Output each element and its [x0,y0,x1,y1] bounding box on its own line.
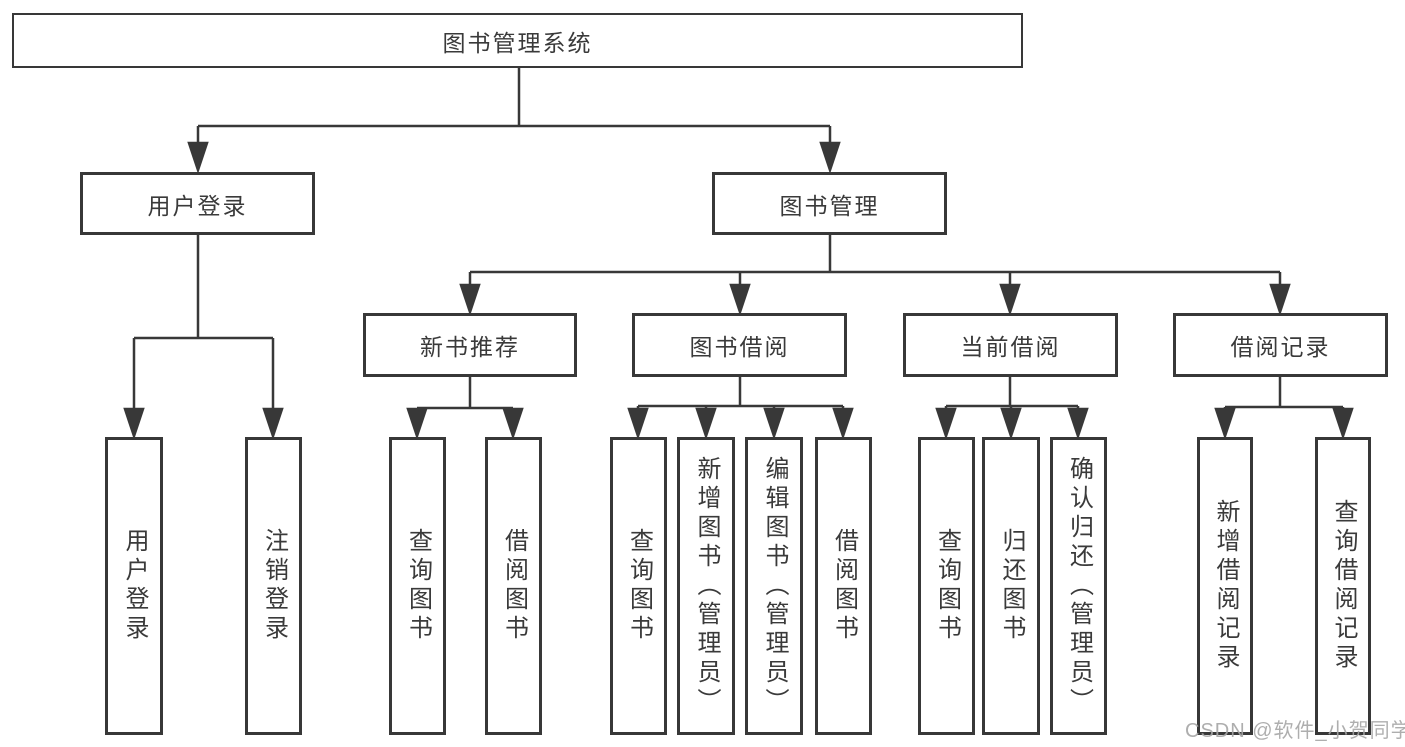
connector-root-to-level2 [187,68,841,174]
leaf-query-borrow-record: 查询借阅记录 [1315,437,1371,735]
leaf-query-books-current: 查询图书 [918,437,975,735]
leaf-query-books-recommend: 查询图书 [389,437,446,735]
connector-current-borrow-children [935,377,1089,440]
node-root-label: 图书管理系统 [442,29,593,56]
leaf-logout-label: 注销登录 [260,528,288,644]
node-current-borrow-label: 当前借阅 [960,334,1061,360]
leaf-add-borrow-record-label: 新增借阅记录 [1212,499,1239,673]
connector-new-book-children [406,377,524,440]
node-borrow-records: 借阅记录 [1173,313,1388,377]
leaf-add-book-admin-label: 新增图书（管理员） [693,455,720,717]
leaf-borrow-books-recommend-label: 借阅图书 [500,528,528,644]
node-root: 图书管理系统 [12,13,1023,68]
connector-borrow-records-children [1214,377,1354,440]
leaf-query-borrow-record-label: 查询借阅记录 [1330,499,1357,673]
leaf-query-books-recommend-label: 查询图书 [404,528,432,644]
leaf-query-books-current-label: 查询图书 [933,528,961,644]
node-book-management-label: 图书管理 [779,192,880,219]
watermark: CSDN @软件_小贺同学 [1185,720,1405,742]
connector-user-login-children [123,235,284,440]
leaf-edit-book-admin-label: 编辑图书（管理员） [761,455,788,717]
leaf-add-borrow-record: 新增借阅记录 [1197,437,1253,735]
node-book-borrow: 图书借阅 [632,313,847,377]
connector-book-borrow-children [627,377,854,440]
leaf-confirm-return-admin-label: 确认归还（管理员） [1065,455,1093,717]
node-user-login: 用户登录 [80,172,315,235]
node-borrow-records-label: 借阅记录 [1230,334,1331,360]
leaf-query-books-borrow: 查询图书 [610,437,667,735]
node-user-login-label: 用户登录 [147,192,248,219]
node-new-book-recommend-label: 新书推荐 [420,334,520,360]
leaf-return-books: 归还图书 [982,437,1040,735]
connector-book-management-children [459,235,1291,316]
leaf-add-book-admin: 新增图书（管理员） [677,437,735,735]
leaf-borrow-books-label: 借阅图书 [830,528,858,644]
node-new-book-recommend: 新书推荐 [363,313,577,377]
node-book-management: 图书管理 [712,172,947,235]
leaf-user-login-label: 用户登录 [121,528,148,644]
node-current-borrow: 当前借阅 [903,313,1118,377]
leaf-query-books-borrow-label: 查询图书 [625,528,653,644]
leaf-user-login: 用户登录 [105,437,163,735]
leaf-logout: 注销登录 [245,437,302,735]
leaf-edit-book-admin: 编辑图书（管理员） [745,437,803,735]
leaf-borrow-books-recommend: 借阅图书 [485,437,542,735]
node-book-borrow-label: 图书借阅 [689,334,790,360]
leaf-confirm-return-admin: 确认归还（管理员） [1050,437,1107,735]
leaf-return-books-label: 归还图书 [998,528,1025,644]
leaf-borrow-books: 借阅图书 [815,437,872,735]
